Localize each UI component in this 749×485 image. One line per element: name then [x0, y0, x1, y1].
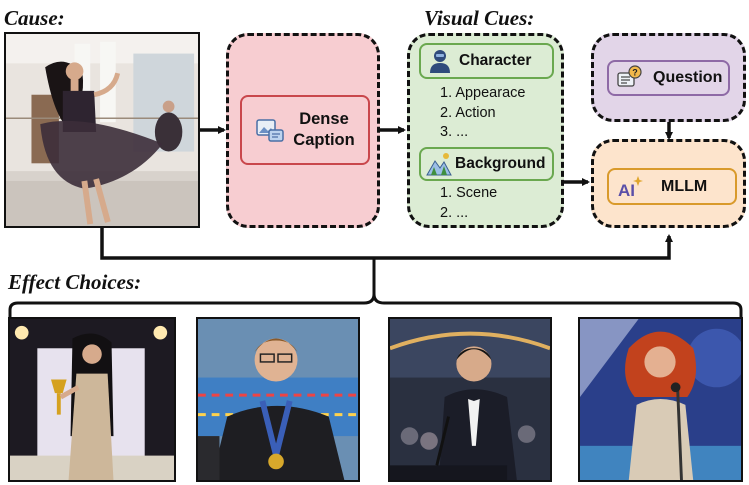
- dense-caption-label-line2: Caption: [293, 131, 355, 149]
- swimmer-medal-photo[interactable]: [196, 317, 360, 482]
- background-item: 1. Scene: [440, 185, 498, 201]
- dense-caption-module: Dense Caption: [226, 33, 380, 228]
- svg-text:AI: AI: [618, 181, 635, 200]
- mllm-label: MLLM: [661, 177, 708, 195]
- mllm-pill: AI MLLM: [607, 168, 737, 205]
- question-module: ? Question: [591, 33, 746, 122]
- question-chat-icon: ?: [617, 65, 643, 91]
- background-label: Background: [455, 155, 546, 172]
- image-caption-icon: [255, 116, 285, 144]
- cause-header: Cause:: [4, 6, 65, 30]
- character-item: 3. ...: [440, 124, 469, 140]
- cause-image-dancer: [4, 32, 200, 228]
- arrow-cause-to-mllm: [100, 228, 673, 260]
- question-label: Question: [653, 69, 723, 86]
- character-label: Character: [459, 52, 532, 69]
- effect-choices-header: Effect Choices:: [8, 270, 142, 294]
- background-pill: Background: [419, 147, 554, 181]
- effect-choices-brace: [8, 259, 743, 318]
- character-item: 2. Action: [440, 104, 496, 121]
- visual-cues-header: Visual Cues:: [424, 6, 535, 30]
- character-item: 1. Appearace: [440, 85, 526, 101]
- landscape-icon: [426, 151, 452, 177]
- character-list: 1. Appearace 2. Action 3. ...: [440, 84, 525, 143]
- dense-caption-label-line1: Dense: [299, 110, 349, 128]
- visual-cues-module: Character 1. Appearace 2. Action 3. ... …: [407, 33, 564, 228]
- ai-sparkle-icon: AI: [617, 174, 643, 200]
- singer-stage-photo[interactable]: [578, 317, 743, 482]
- mllm-module: AI MLLM: [591, 139, 746, 228]
- background-item: 2. ...: [440, 204, 469, 221]
- person-avatar-icon: [428, 48, 452, 74]
- background-list: 1. Scene 2. ...: [440, 184, 497, 223]
- question-pill: ? Question: [607, 60, 730, 96]
- svg-text:?: ?: [632, 68, 638, 78]
- speaker-podium-photo[interactable]: [388, 317, 552, 482]
- award-winner-photo[interactable]: [8, 317, 176, 482]
- dense-caption-pill: Dense Caption: [240, 95, 370, 165]
- character-pill: Character: [419, 43, 554, 79]
